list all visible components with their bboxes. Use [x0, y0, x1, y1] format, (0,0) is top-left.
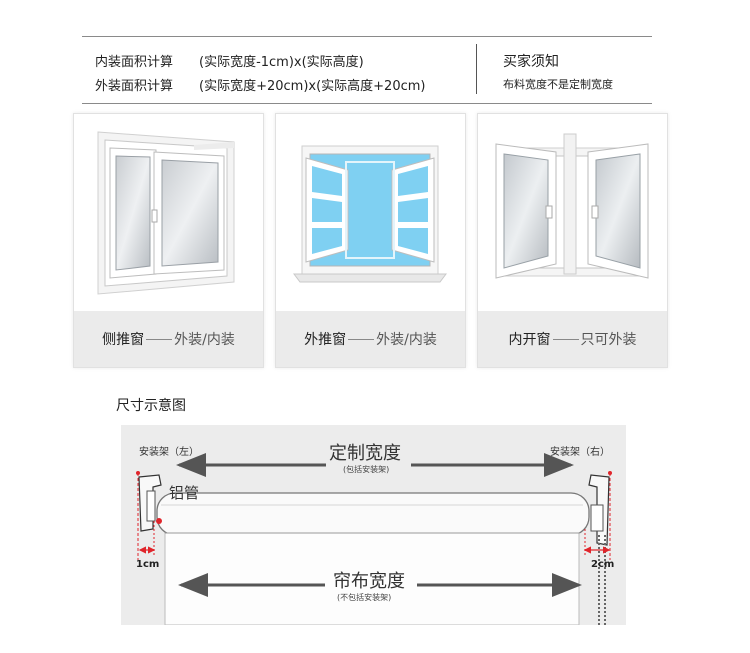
caption-dash: [146, 338, 173, 340]
install-type-outward: 外装/内装: [376, 332, 437, 348]
inner-area-formula: 内装面积计算 (实际宽度-1cm)x(实际高度): [95, 51, 364, 70]
fabric-width-label: 帘布宽度: [333, 571, 405, 592]
outer-area-formula: 外装面积计算 (实际宽度+20cm)x(实际高度+20cm): [95, 75, 425, 94]
diagram-title: 尺寸示意图: [116, 398, 186, 414]
caption-inward: 内开窗 只可外装: [478, 311, 667, 367]
outer-area-value: (实际宽度+20cm)x(实际高度+20cm): [199, 79, 426, 94]
left-gap-label: 1cm: [136, 559, 160, 570]
window-card-sliding: 侧推窗 外装/内装: [73, 113, 264, 368]
caption-dash: [552, 338, 579, 340]
custom-width-label: 定制宽度: [329, 443, 401, 464]
buyer-notice-text: 布料宽度不是定制宽度: [503, 78, 613, 91]
install-type-inward: 只可外装: [580, 332, 637, 348]
window-name-sliding: 侧推窗: [102, 332, 145, 348]
bracket-right-label: 安装架（右）: [550, 447, 610, 458]
window-name-inward: 内开窗: [508, 332, 551, 348]
fabric-width-note: (不包括安装架): [337, 593, 392, 602]
sliding-window-icon: [74, 114, 263, 311]
window-name-outward: 外推窗: [304, 332, 347, 348]
buyer-notice-title: 买家须知: [503, 54, 559, 70]
dimension-diagram: 安装架（左） 安装架（右） 定制宽度 (包括安装架) 铝管 1cm 2cm 帘布…: [121, 425, 626, 625]
inward-casement-window-icon: [478, 114, 667, 311]
custom-width-note: (包括安装架): [343, 465, 390, 474]
outward-casement-window-icon: [276, 114, 465, 311]
header-separator: [476, 44, 477, 94]
install-type-sliding: 外装/内装: [174, 332, 235, 348]
caption-dash: [348, 338, 375, 340]
aluminum-tube-label: 铝管: [169, 484, 200, 502]
top-divider: [82, 36, 652, 37]
caption-outward: 外推窗 外装/内装: [276, 311, 465, 367]
window-card-inward: 内开窗 只可外装: [477, 113, 668, 368]
inner-area-label: 内装面积计算: [95, 55, 174, 70]
inner-area-value: (实际宽度-1cm)x(实际高度): [199, 55, 364, 70]
bracket-left-label: 安装架（左）: [139, 447, 199, 458]
roller-blind-drawing: [136, 453, 612, 625]
header-bottom-divider: [82, 103, 652, 104]
outer-area-label: 外装面积计算: [95, 79, 174, 94]
caption-sliding: 侧推窗 外装/内装: [74, 311, 263, 367]
right-gap-label: 2cm: [591, 559, 615, 570]
window-card-outward: 外推窗 外装/内装: [275, 113, 466, 368]
